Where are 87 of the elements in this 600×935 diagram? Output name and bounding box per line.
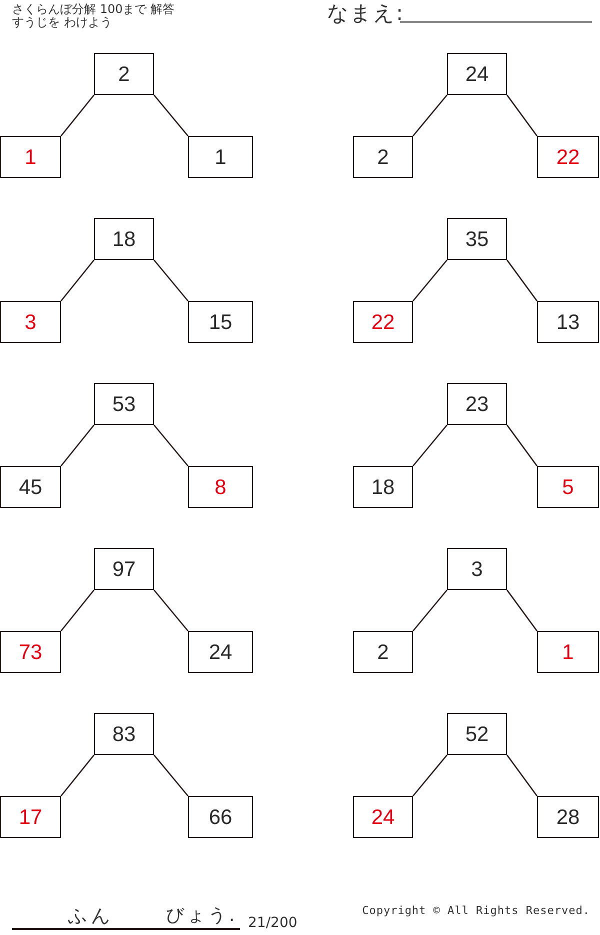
- connector-line: [412, 754, 448, 796]
- worksheet-title: さくらんぼ分解 100まで 解答: [12, 2, 175, 16]
- number-box: [188, 796, 253, 838]
- number-box: [353, 136, 413, 178]
- number: 15: [208, 312, 232, 332]
- number-box: [447, 53, 507, 95]
- number: 17: [18, 806, 42, 828]
- connector-line: [154, 590, 188, 632]
- number: 24: [371, 806, 395, 828]
- number-box: [0, 301, 61, 343]
- number: 23: [465, 394, 489, 414]
- number: 8: [214, 476, 226, 498]
- connector-line: [412, 590, 448, 632]
- number-box: [353, 301, 413, 343]
- number-box: [0, 466, 61, 508]
- connector-line: [154, 94, 188, 136]
- number-box: [447, 383, 507, 425]
- number-box: [353, 466, 413, 508]
- label-text: びょう.: [166, 906, 238, 927]
- number-box: [94, 53, 154, 95]
- number-box: [537, 466, 599, 508]
- number: 3: [471, 558, 483, 580]
- connector-line: [60, 260, 94, 302]
- number: 1: [24, 146, 36, 168]
- number-box: [537, 796, 599, 838]
- connector-line: [154, 260, 188, 302]
- connector-line: [60, 590, 94, 632]
- number: 24: [208, 642, 232, 662]
- number: 53: [112, 394, 136, 414]
- connector-line: [412, 424, 448, 466]
- number-box: [447, 713, 507, 755]
- number-box: [353, 631, 413, 673]
- number: 22: [371, 312, 395, 332]
- number: 18: [371, 476, 395, 498]
- number-box: [0, 136, 61, 178]
- number: 1: [214, 146, 226, 168]
- number: 52: [465, 724, 489, 744]
- connector-line: [506, 424, 538, 466]
- number: 28: [556, 806, 580, 828]
- number: 3: [24, 312, 36, 332]
- number: 73: [18, 642, 42, 662]
- number-box: [94, 383, 154, 425]
- connector-line: [154, 424, 188, 466]
- number: 22: [556, 146, 580, 168]
- label-text: Copyright © All Rights Reserved.: [362, 905, 590, 918]
- connector-line: [60, 754, 94, 796]
- number: 1: [562, 642, 574, 662]
- connector-line: [412, 94, 448, 136]
- connector-line: [506, 260, 538, 302]
- number: 97: [112, 558, 136, 580]
- connector-line: [412, 260, 448, 302]
- number-box: [447, 548, 507, 590]
- connector-line: [506, 590, 538, 632]
- number-box: [188, 466, 253, 508]
- number-box: [188, 631, 253, 673]
- connector-line: [60, 424, 94, 466]
- number: 2: [377, 146, 389, 168]
- number-box: [0, 631, 61, 673]
- number-box: [537, 136, 599, 178]
- number: 83: [112, 724, 136, 744]
- number: 13: [556, 312, 580, 332]
- connector-line: [60, 94, 94, 136]
- number-box: [0, 796, 61, 838]
- number-box: [94, 713, 154, 755]
- number-box: [94, 218, 154, 260]
- label-text: すうじを わけよう: [12, 16, 112, 30]
- label-text: ふん: [68, 906, 114, 928]
- number-box: [188, 136, 253, 178]
- connector-line: [154, 754, 188, 796]
- number: 66: [208, 806, 232, 828]
- number: 18: [112, 228, 136, 250]
- connector-line: [506, 754, 538, 796]
- number-box: [537, 301, 599, 343]
- number-box: [94, 548, 154, 590]
- number: 2: [118, 64, 130, 84]
- connector-line: [506, 94, 538, 136]
- label-text: なまえ:: [327, 1, 404, 26]
- number-box: [353, 796, 413, 838]
- number-box: [537, 631, 599, 673]
- number-box: [447, 218, 507, 260]
- number: 24: [465, 64, 489, 84]
- number: 2: [377, 642, 389, 662]
- number: 45: [18, 476, 42, 498]
- number: 35: [465, 228, 489, 250]
- number-box: [188, 301, 253, 343]
- label-text: 21/200: [248, 915, 298, 932]
- number: 5: [562, 476, 574, 498]
